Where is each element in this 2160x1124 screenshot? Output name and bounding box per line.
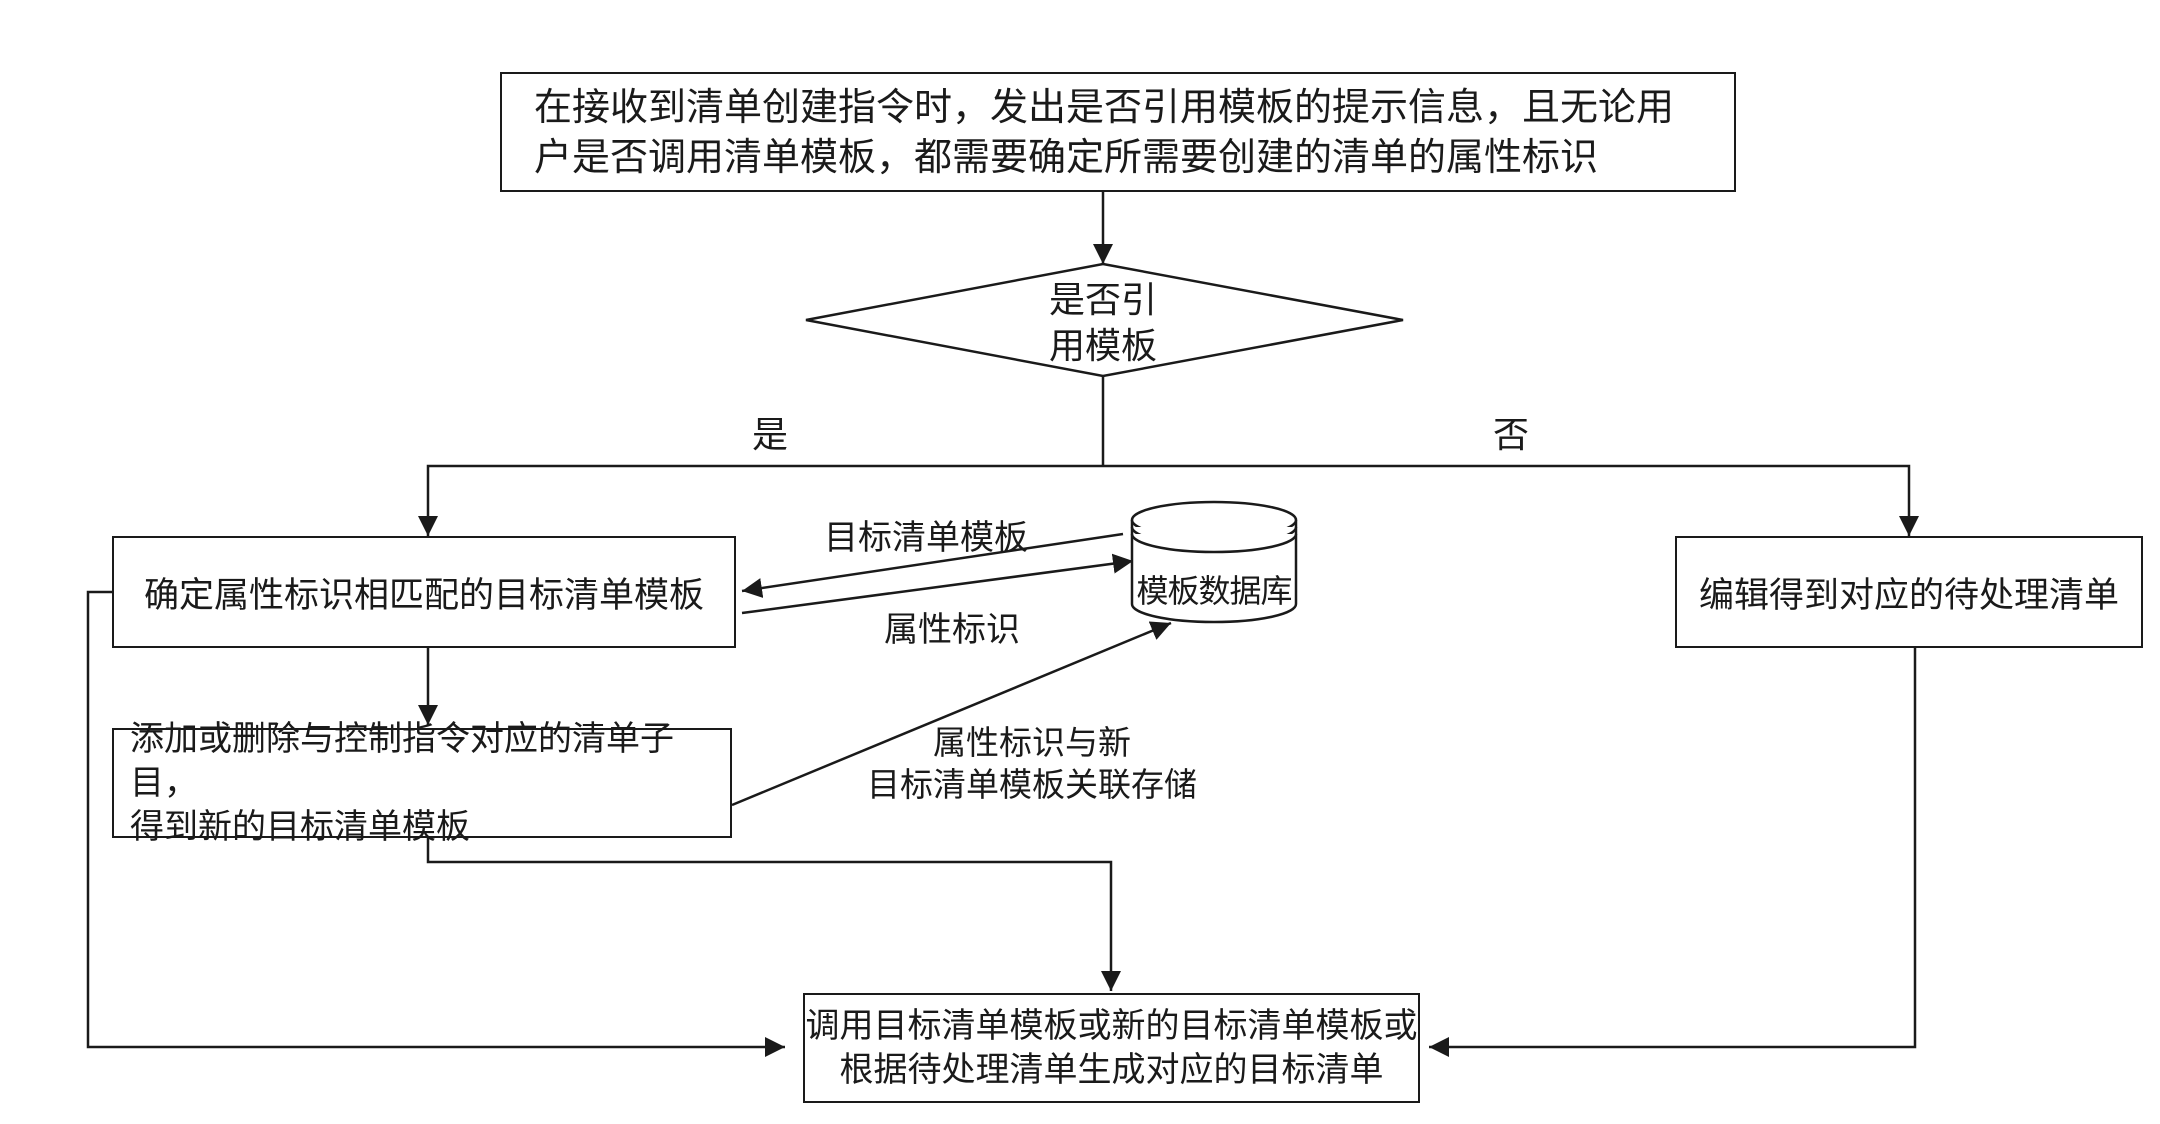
node-pending: 编辑得到对应的待处理清单 — [1675, 536, 2143, 648]
edge-db-to-match — [741, 532, 1124, 598]
node-pending-text: 编辑得到对应的待处理清单 — [1698, 575, 2119, 616]
edge-yes-branch — [418, 464, 1103, 536]
node-database-text: 模板数据库 — [1136, 572, 1292, 610]
edge-pending-to-final — [1429, 648, 1917, 1057]
edge-label-no: 否 — [1492, 415, 1529, 456]
edge-no-branch — [1103, 464, 1919, 536]
edge-match-bypass-to-final — [86, 590, 785, 1057]
node-match-text: 确定属性标识相匹配的目标清单模板 — [143, 575, 704, 616]
node-start: 在接收到清单创建指令时，发出是否引用模板的提示信息，且无论用 户是否调用清单模板… — [500, 72, 1736, 192]
node-match: 确定属性标识相匹配的目标清单模板 — [112, 536, 736, 648]
node-edit-text: 添加或删除与控制指令对应的清单子目， 得到新的目标清单模板 — [130, 719, 674, 847]
node-edit: 添加或删除与控制指令对应的清单子目， 得到新的目标清单模板 — [112, 719, 732, 847]
edge-label-yes: 是 — [751, 415, 788, 456]
edge-edit-to-db — [731, 621, 1172, 807]
edge-label-attr-to-db: 属性标识 — [884, 610, 1020, 650]
node-final: 调用目标清单模板或新的目标清单模板或 根据待处理清单生成对应的目标清单 — [803, 993, 1420, 1103]
database-cylinder — [1130, 500, 1298, 624]
edge-label-store: 属性标识与新 目标清单模板关联存储 — [867, 723, 1197, 804]
node-start-text: 在接收到清单创建指令时，发出是否引用模板的提示信息，且无论用 户是否调用清单模板… — [534, 85, 1675, 179]
edge-label-template-from-db: 目标清单模板 — [824, 518, 1028, 558]
edge-edit-to-final — [426, 838, 1121, 991]
edge-match-to-db — [741, 553, 1134, 615]
node-final-text: 调用目标清单模板或新的目标清单模板或 根据待处理清单生成对应的目标清单 — [805, 1006, 1418, 1090]
node-decision-text: 是否引 用模板 — [1048, 280, 1157, 367]
